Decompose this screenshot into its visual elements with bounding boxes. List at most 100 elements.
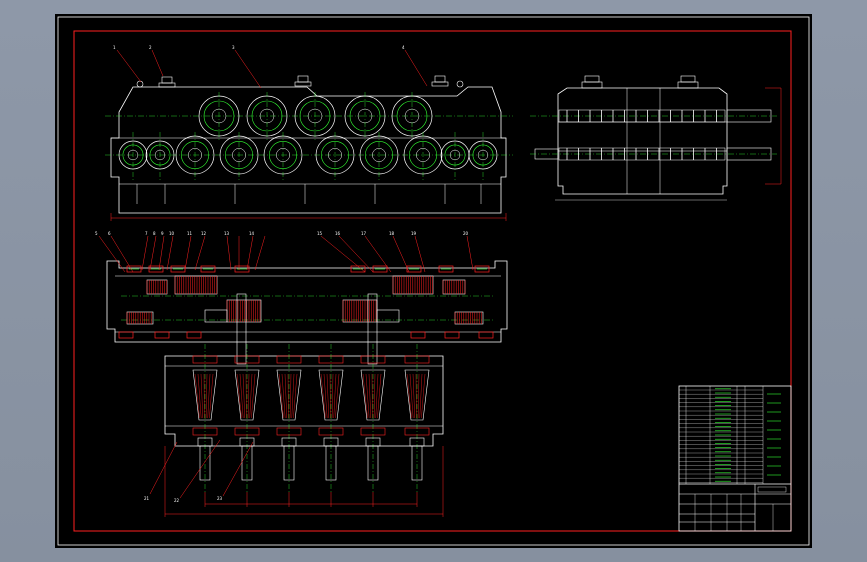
bevel-tooth (419, 373, 423, 419)
bevel-tooth (209, 373, 214, 419)
bevel-tooth (375, 373, 379, 419)
lower-gear-row (118, 132, 498, 180)
section-callout-leaders (98, 235, 474, 273)
label-top-2: 2 (149, 45, 152, 50)
bearing-low-5 (444, 331, 460, 339)
lower-gear-pitch-4 (225, 141, 253, 169)
label-bottom-23: 23 (217, 496, 223, 501)
side-bearing-marks (558, 109, 726, 161)
bevel-tooth (409, 373, 414, 419)
bevel-tooth (249, 373, 253, 419)
label-sec-11: 11 (187, 231, 193, 236)
upper-gear-pitch-4 (349, 100, 381, 132)
bearing-cap-9 (438, 265, 454, 273)
bearing-low-6 (478, 331, 494, 339)
bevel-gear-5 (360, 369, 386, 421)
bearing-cap-7 (372, 265, 388, 273)
housing-outline (110, 86, 507, 214)
label-sec-8: 8 (153, 231, 156, 236)
label-sec-13: 13 (224, 231, 230, 236)
bevel-tooth (377, 373, 382, 419)
label-bottom-22: 22 (174, 498, 180, 503)
lower-output-shaft (726, 147, 772, 161)
spindle-collar-2 (239, 437, 255, 447)
bevel-tooth (320, 373, 326, 419)
foot-bolts (136, 184, 482, 204)
label-top-3: 3 (232, 45, 235, 50)
lower-gear-pitch-3 (181, 141, 209, 169)
bevel-tooth (194, 373, 200, 419)
bevel-tooth (331, 373, 334, 419)
bevel-tooth (333, 373, 337, 419)
side-housing-outline (557, 87, 728, 195)
label-sec-6: 6 (108, 231, 111, 236)
bearing-low-3 (186, 331, 202, 339)
spindle-collar-3 (281, 437, 297, 447)
bevel-tooth (236, 373, 242, 419)
label-sec-17: 17 (361, 231, 367, 236)
bevel-tooth (200, 373, 203, 419)
horizontal-section-view (106, 260, 508, 343)
bearing-cap-4 (200, 265, 216, 273)
upper-bearings (118, 265, 494, 339)
title-block (678, 385, 792, 532)
upper-casing-outline (106, 260, 508, 343)
lower-gear-pitch-7 (365, 141, 393, 169)
label-sec-20: 20 (463, 231, 469, 236)
output-spindles (197, 344, 425, 492)
spindle-collar-6 (409, 437, 425, 447)
gear-pack-e (342, 299, 378, 323)
lower-gear-hub-5 (276, 148, 290, 162)
label-sec-7: 7 (145, 231, 148, 236)
label-sec-14: 14 (249, 231, 255, 236)
spindle-collar-1 (197, 437, 213, 447)
bevel-tooth (421, 373, 426, 419)
vertical-drive-shaft-right (367, 293, 378, 365)
upper-gear-pitch-2 (251, 100, 283, 132)
side-upper-shaft-band (558, 109, 726, 123)
bevel-tooth (412, 373, 415, 419)
bevel-tooth (251, 373, 256, 419)
bevel-tooth (239, 373, 244, 419)
bearing-low-4 (410, 331, 426, 339)
lower-gear-hub-8 (416, 148, 430, 162)
label-sec-19: 19 (411, 231, 417, 236)
bevel-tooth (365, 373, 370, 419)
side-lower-shaft-band (558, 147, 726, 161)
bevel-tooth (362, 373, 368, 419)
bevel-tooth (281, 373, 286, 419)
label-sec-5: 5 (95, 231, 98, 236)
vertical-drive-shaft-left (236, 293, 247, 365)
label-sec-10: 10 (169, 231, 175, 236)
gearbox-assembly-drawing: 1 2 3 4 (57, 16, 810, 546)
lower-gear-hub-4 (232, 148, 246, 162)
bevel-tooth (291, 373, 295, 419)
gear-pack-a (146, 279, 168, 295)
bevel-tooth (284, 373, 287, 419)
bevel-tooth (197, 373, 202, 419)
parts-list-rows (679, 388, 781, 483)
upper-gear-pitch-5 (396, 100, 428, 132)
lower-gear-pitch-6 (321, 141, 349, 169)
drawing-sheet: 1 2 3 4 (55, 14, 812, 548)
bearing-cap-10 (474, 265, 490, 273)
label-sec-15: 15 (317, 231, 323, 236)
upper-gear-row (198, 92, 433, 140)
bevel-tooth (323, 373, 328, 419)
upper-gear-packs (126, 275, 484, 325)
bevel-tooth (278, 373, 284, 419)
spindle-spacing-dimensions (149, 439, 444, 517)
bearing-cap-2 (148, 265, 164, 273)
bevel-gear-2 (234, 369, 260, 421)
label-sec-18: 18 (389, 231, 395, 236)
bevel-gears (192, 355, 430, 436)
lower-gear-hub-6 (328, 148, 342, 162)
gear-pack-b (174, 275, 218, 295)
bevel-tooth (289, 373, 292, 419)
bevel-tooth (373, 373, 376, 419)
bevel-tooth (242, 373, 245, 419)
upper-output-shaft (726, 109, 772, 123)
label-top-4: 4 (402, 45, 405, 50)
bevel-gear-3 (276, 369, 302, 421)
